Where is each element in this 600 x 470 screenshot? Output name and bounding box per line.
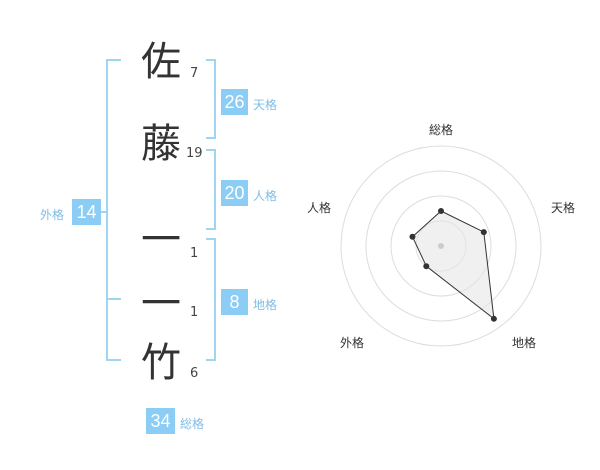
chikaku-label: 地格 — [253, 298, 278, 312]
chikaku-value-badge: 8 — [221, 289, 248, 315]
jinkaku-bracket — [206, 149, 216, 230]
gaikaku-label: 外格 — [40, 208, 65, 222]
jinkaku-value-badge: 20 — [221, 180, 248, 206]
tenkaku-bracket — [206, 59, 216, 139]
chikaku-bracket — [206, 238, 216, 361]
gaikaku-split-mark — [106, 298, 121, 300]
radar-point-lower-left — [423, 263, 430, 270]
name-char-2: 藤 — [141, 121, 181, 167]
radar-point-lower-right — [490, 315, 497, 322]
radar-label-top: 総格 — [429, 122, 453, 137]
name-char-5: 竹 — [141, 340, 181, 386]
gaikaku-value-badge: 14 — [72, 199, 101, 225]
stroke-count-2: 19 — [186, 146, 203, 161]
soukaku-value-badge: 34 — [146, 408, 175, 434]
gaikaku-bracket — [106, 59, 121, 361]
stroke-count-1: 7 — [190, 66, 199, 81]
radar-point-top — [438, 208, 444, 214]
stroke-count-3: 1 — [190, 246, 199, 261]
radar-polygon — [411, 210, 495, 320]
gaikaku-connector — [100, 211, 106, 213]
radar-label-upper-left: 人格 — [307, 200, 331, 215]
stroke-count-5: 6 — [190, 366, 199, 381]
radar-point-upper-right — [480, 229, 487, 236]
radar-label-lower-left: 外格 — [340, 335, 364, 350]
radar-label-upper-right: 天格 — [551, 200, 575, 215]
radar-points — [409, 208, 497, 322]
radar-grid — [340, 145, 542, 347]
tenkaku-label: 天格 — [253, 98, 278, 112]
stroke-count-4: 1 — [190, 305, 199, 320]
name-char-3: 一 — [141, 217, 181, 263]
name-char-1: 佐 — [141, 39, 181, 85]
tenkaku-value-badge: 26 — [221, 89, 248, 115]
radar-point-upper-left — [409, 233, 416, 240]
radar-grid-ring — [390, 195, 492, 297]
radar-center-dot — [438, 243, 444, 249]
jinkaku-label: 人格 — [253, 189, 278, 203]
radar-grid-ring — [365, 170, 517, 322]
radar-grid-ring — [340, 145, 542, 347]
radar-label-lower-right: 地格 — [512, 335, 536, 350]
name-char-4: 一 — [141, 281, 181, 327]
soukaku-label: 総格 — [180, 417, 205, 431]
